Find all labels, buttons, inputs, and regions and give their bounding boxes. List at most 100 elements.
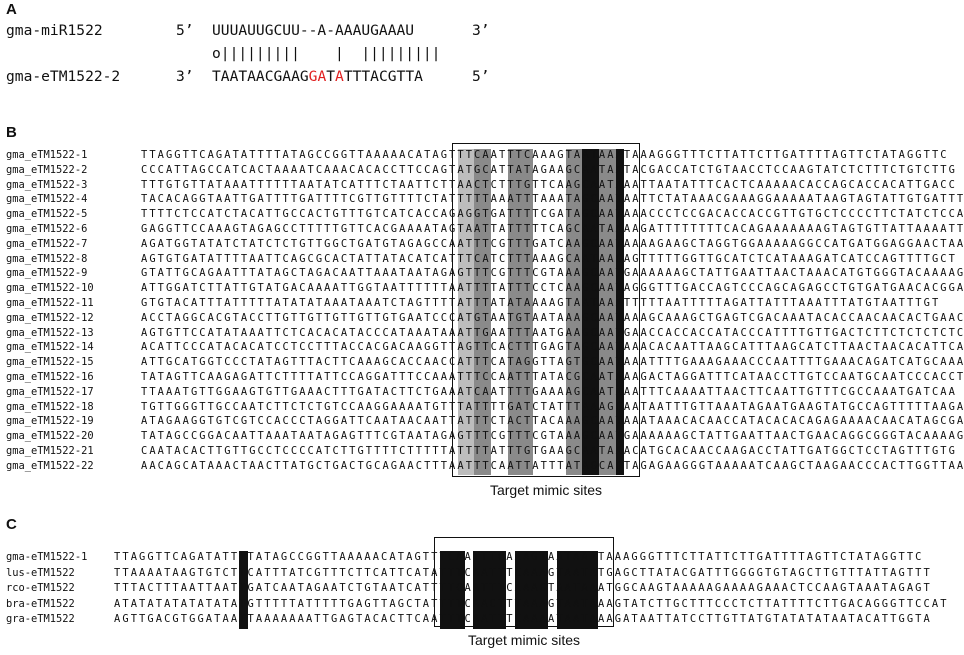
- conservation-shade: [599, 311, 616, 327]
- conservation-shade: [514, 597, 549, 613]
- conservation-shade: [615, 282, 625, 297]
- sequence-row: AACAGCATAAACTAACTTATGCTGACTGCAGAACTTTAAT…: [141, 459, 964, 472]
- sequence-name: gma_eTM1522-9: [6, 267, 88, 280]
- conservation-shade: [474, 178, 491, 194]
- conservation-shade: [474, 459, 491, 475]
- conservation-shade: [474, 267, 491, 283]
- conservation-shade: [565, 178, 583, 194]
- sequence-row: CAATACACTTGTTGCCTCCCCATCTTGTTTTCTTTTTATT…: [141, 445, 957, 457]
- sequence-name: gma_eTM1522-10: [6, 282, 94, 295]
- target-seq-part2: T: [326, 68, 336, 85]
- conservation-shade: [439, 566, 465, 582]
- sequence-name: gma_eTM1522-16: [6, 371, 94, 383]
- conservation-shade: [615, 252, 625, 268]
- conservation-shade: [507, 385, 533, 401]
- conservation-shade: [582, 267, 600, 283]
- sequence-name: gma_eTM1522-8: [6, 252, 88, 265]
- conservation-shade: [507, 297, 533, 312]
- conservation-shade: [474, 163, 491, 179]
- conservation-shade: [474, 445, 491, 460]
- conservation-shade: [457, 311, 475, 327]
- sequence-name: gma_eTM1522-6: [6, 223, 88, 235]
- conservation-shade: [599, 400, 616, 416]
- sequence-name: lus-eTM1522: [6, 566, 75, 579]
- conservation-shade: [239, 597, 248, 613]
- conservation-shade: [457, 149, 475, 164]
- conservation-shade: [457, 193, 475, 209]
- target-3prime: 3’: [176, 68, 194, 85]
- conservation-shade: [507, 193, 533, 209]
- panel-a-letter: A: [6, 1, 17, 18]
- mirna-5prime: 5’: [176, 22, 194, 39]
- panel-c-caption: Target mimic sites: [467, 632, 581, 648]
- conservation-shade: [457, 178, 475, 194]
- conservation-shade: [474, 326, 491, 342]
- conservation-shade: [615, 445, 625, 460]
- sequence-row: ATTGCATGGTCCCTATAGTTTACTTCAAAGCACCAACCAT…: [141, 356, 964, 369]
- conservation-shade: [457, 385, 475, 401]
- sequence-name: gma_eTM1522-12: [6, 311, 94, 324]
- conservation-shade: [474, 252, 491, 268]
- conservation-shade: [599, 430, 616, 445]
- conservation-shade: [556, 597, 599, 613]
- conservation-shade: [514, 582, 549, 598]
- conservation-shade: [507, 341, 533, 357]
- sequence-row: TATAGTTCAAGAGATTCTTTTATTCCAGGATTTCCAAATT…: [141, 371, 964, 383]
- conservation-shade: [457, 400, 475, 416]
- conservation-shade: [474, 149, 491, 164]
- conservation-shade: [457, 163, 475, 179]
- conservation-shade: [457, 267, 475, 283]
- sequence-name: rco-eTM1522: [6, 582, 75, 594]
- target-5prime: 5’: [472, 68, 490, 85]
- sequence-row: TTTACTTTAATTAATTGATCAATAGAATCTGTAATCATTT…: [114, 582, 932, 594]
- conservation-shade: [457, 371, 475, 386]
- sequence-row: TTAGGTTCAGATATTTTATAGCCGGTTAAAAACATAGTTT…: [141, 149, 949, 161]
- conservation-shade: [582, 178, 600, 194]
- conservation-shade: [615, 356, 625, 371]
- conservation-shade: [507, 400, 533, 416]
- conservation-shade: [457, 341, 475, 357]
- conservation-shade: [473, 597, 507, 613]
- conservation-shade: [565, 430, 583, 445]
- conservation-shade: [474, 356, 491, 371]
- conservation-shade: [599, 237, 616, 253]
- conservation-shade: [599, 149, 616, 164]
- conservation-shade: [582, 341, 600, 357]
- conservation-shade: [474, 208, 491, 223]
- sequence-row: TATAGCCGGACAATTAAATAATAGAGTTTCGTAATAGAGT…: [141, 430, 964, 443]
- conservation-shade: [582, 371, 600, 386]
- conservation-shade: [615, 267, 625, 283]
- conservation-shade: [582, 252, 600, 268]
- sequence-row: ACCTAGGCACGTACCTTGTTGTTGTTGTTGTGAATCCCAT…: [141, 311, 964, 324]
- sequence-row: AGTGTTCCATATAAATTCTCACACATACCCATAAATAAAT…: [141, 326, 964, 339]
- mirna-sequence: UUUAUUGCUU--A-AAAUGAAAU: [212, 22, 415, 39]
- conservation-shade: [474, 223, 491, 238]
- conservation-shade: [615, 311, 625, 327]
- conservation-shade: [565, 341, 583, 357]
- conservation-shade: [507, 311, 533, 327]
- conservation-shade: [474, 415, 491, 431]
- conservation-shade: [457, 208, 475, 223]
- conservation-shade: [474, 297, 491, 312]
- conservation-shade: [615, 385, 625, 401]
- mirna-name: gma-miR1522: [6, 22, 103, 39]
- conservation-shade: [556, 582, 599, 598]
- conservation-shade: [507, 267, 533, 283]
- conservation-shade: [615, 326, 625, 342]
- target-seq-bulge-1: GA: [308, 68, 327, 85]
- conservation-shade: [239, 566, 248, 582]
- conservation-shade: [565, 223, 583, 238]
- conservation-shade: [565, 311, 583, 327]
- conservation-shade: [582, 163, 600, 179]
- target-name: gma-eTM1522-2: [6, 68, 121, 85]
- conservation-shade: [615, 459, 625, 475]
- conservation-shade: [582, 297, 600, 312]
- sequence-row: TTAGGTTCAGATATTTTATAGCCGGTTAAAAACATAGTTT…: [114, 551, 924, 563]
- conservation-shade: [473, 582, 507, 598]
- conservation-shade: [582, 415, 600, 431]
- sequence-row: ATATATATATATATATGTTTTTATTTTTGAGTTAGCTATT…: [114, 597, 949, 610]
- conservation-shade: [507, 149, 533, 164]
- conservation-shade: [565, 385, 583, 401]
- conservation-shade: [439, 613, 465, 629]
- conservation-shade: [565, 252, 583, 268]
